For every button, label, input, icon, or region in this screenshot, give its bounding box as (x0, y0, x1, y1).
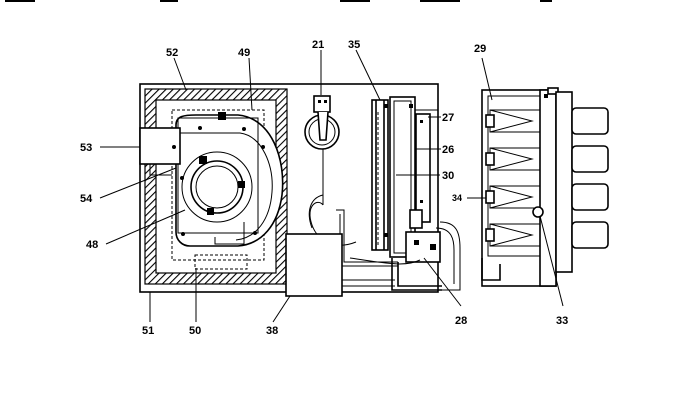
control-box (285, 233, 343, 297)
label-33: 33 (556, 315, 568, 327)
label-48: 48 (86, 239, 98, 251)
label-27: 27 (442, 112, 454, 124)
label-34: 34 (452, 193, 462, 203)
label-53: 53 (80, 142, 92, 154)
inlet-bracket (139, 127, 181, 176)
label-49: 49 (238, 47, 250, 59)
label-21: 21 (312, 39, 324, 51)
dashed-plate-inner (194, 254, 248, 270)
blower-assembly (175, 112, 284, 247)
heat-exchanger-tubes (571, 107, 609, 249)
burner-tubes (485, 109, 541, 247)
label-30: 30 (442, 170, 454, 182)
gas-valve (349, 209, 461, 291)
label-38: 38 (266, 325, 278, 337)
label-26: 26 (442, 144, 454, 156)
pressure-switch (304, 95, 340, 205)
callout-labels: 52 49 21 35 29 27 26 53 30 54 34 48 51 5… (80, 39, 568, 337)
label-50: 50 (189, 325, 201, 337)
label-29: 29 (474, 43, 486, 55)
label-54: 54 (80, 193, 93, 205)
label-28: 28 (455, 315, 467, 327)
side-view-assembly (481, 87, 609, 287)
label-51: 51 (142, 325, 154, 337)
scan-artifacts (5, 0, 552, 2)
label-52: 52 (166, 47, 178, 59)
leader-lines (99, 49, 564, 323)
label-35: 35 (348, 39, 360, 51)
